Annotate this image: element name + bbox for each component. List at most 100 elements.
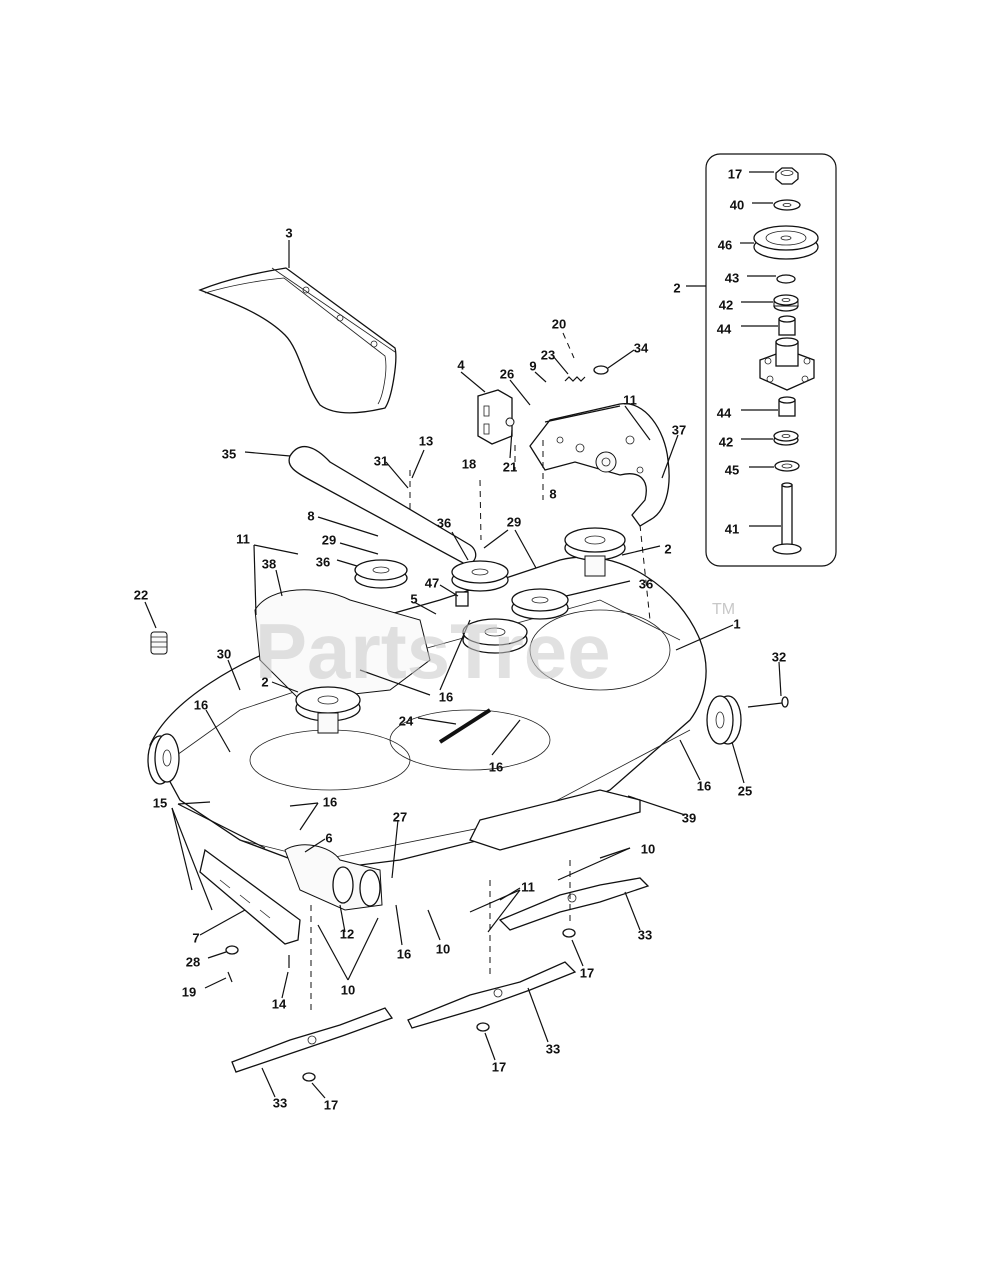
callout-c-16a: 16 [439, 689, 453, 704]
deck-cover-plate-part [254, 569, 431, 701]
callout-c-11c: 11 [521, 879, 535, 894]
bracket-part [460, 371, 515, 445]
gauge-wheel-right-part [706, 695, 745, 784]
callout-c-40: 40 [730, 197, 744, 212]
deck-lift-bracket-part [284, 819, 399, 933]
alignment-dashed-lines [310, 440, 651, 1010]
idler-pulley-center-part [451, 531, 509, 592]
callout-c-42b: 42 [719, 434, 733, 449]
callout-c-44a: 44 [717, 321, 732, 336]
mower-blade-left-part [231, 1007, 394, 1098]
callout-c-2a: 2 [664, 541, 671, 556]
callout-c-41: 41 [725, 521, 739, 536]
idler-pulley-right-part [511, 580, 631, 620]
watermark-text: PartsTree [255, 607, 611, 695]
blade-nut-hardware [302, 928, 584, 1099]
idler-pulley-left-part [336, 559, 408, 589]
callout-c-23: 23 [541, 347, 555, 362]
kit-washer-bottom-part [774, 460, 800, 472]
callout-c-25: 25 [738, 783, 752, 798]
callout-c-5: 5 [410, 591, 417, 606]
belt-guard-part [529, 403, 679, 527]
callout-c-42a: 42 [719, 297, 733, 312]
callout-c-10b: 10 [436, 941, 450, 956]
callout-c-16b: 16 [194, 697, 208, 712]
callout-c-28: 28 [186, 954, 200, 969]
kit-sleeve-bottom-part [778, 396, 796, 417]
callout-c-22: 22 [134, 587, 148, 602]
callout-c-27: 27 [393, 809, 407, 824]
watermark-trademark: TM [712, 601, 735, 618]
spring-part [552, 332, 635, 382]
callout-c-43: 43 [725, 270, 739, 285]
callout-c-20: 20 [552, 316, 566, 331]
callout-c-17b: 17 [492, 1059, 506, 1074]
callout-c-2-kit: 2 [673, 280, 680, 295]
callout-c-39: 39 [682, 810, 696, 825]
callout-c-1: 1 [733, 616, 740, 631]
callout-labels: 3217404643424444424541203423942611372135… [134, 166, 786, 1112]
callout-c-19: 19 [182, 984, 196, 999]
kit-nut-part [775, 167, 799, 185]
callout-c-10c: 10 [341, 982, 355, 997]
callout-c-10a: 10 [641, 841, 655, 856]
compression-spring-part [144, 601, 168, 655]
kit-spacer-part [776, 274, 796, 284]
callout-c-37: 37 [672, 422, 686, 437]
idler-bracket-part [413, 584, 469, 615]
callout-c-15: 15 [153, 795, 167, 810]
misc-hardware [204, 945, 290, 999]
callout-c-16f: 16 [397, 946, 411, 961]
callout-c-8b: 8 [307, 508, 314, 523]
callout-c-16d: 16 [697, 778, 711, 793]
callout-c-7: 7 [192, 930, 199, 945]
stabilizer-bar-part [199, 848, 301, 945]
callout-c-12: 12 [340, 926, 354, 941]
kit-sleeve-top-part [778, 315, 796, 336]
kit-bearing-bottom-part [773, 430, 799, 446]
callout-c-18: 18 [462, 456, 476, 471]
deck-hanger-bracket-part [469, 789, 686, 851]
callout-c-9: 9 [529, 358, 536, 373]
callout-c-14: 14 [272, 996, 287, 1011]
callout-c-32: 32 [772, 649, 786, 664]
kit-washer-part [773, 199, 801, 211]
mower-deck-shell-part [149, 556, 734, 871]
spindle-pulley-center-part [462, 618, 528, 654]
callout-c-33b: 33 [546, 1041, 560, 1056]
callout-c-31: 31 [374, 453, 388, 468]
kit-spindle-housing-part [759, 337, 815, 391]
kit-bearing-top-part [773, 294, 799, 312]
kit-spindle-shaft-part [772, 482, 802, 555]
leader-lines [171, 371, 701, 981]
callout-c-35: 35 [222, 446, 236, 461]
mower-blade-center-part [407, 961, 577, 1043]
callout-c-26: 26 [500, 366, 514, 381]
callout-c-30: 30 [217, 646, 231, 661]
callout-c-16e: 16 [323, 794, 337, 809]
kit-pulley-part [753, 225, 819, 260]
callout-c-34: 34 [634, 340, 649, 355]
gauge-wheel-left-part [147, 733, 180, 785]
callout-c-3: 3 [285, 225, 292, 240]
callout-c-33c: 33 [273, 1095, 287, 1110]
callout-c-38: 38 [262, 556, 276, 571]
idler-arm-part [244, 446, 477, 565]
callout-c-8a: 8 [549, 486, 556, 501]
callout-c-36a: 36 [437, 515, 451, 530]
belt-cover-part [198, 240, 397, 414]
wheel-bolt-part [747, 661, 789, 708]
callout-c-24: 24 [399, 713, 414, 728]
callout-c-45: 45 [725, 462, 739, 477]
spindle-pulley-right-part [564, 527, 661, 577]
callout-c-33a: 33 [638, 927, 652, 942]
callout-c-4: 4 [457, 357, 465, 372]
callout-c-2b: 2 [261, 674, 268, 689]
parts-tree-watermark: PartsTree TM [255, 601, 735, 695]
callout-c-29b: 29 [322, 532, 336, 547]
callout-c-29a: 29 [507, 514, 521, 529]
spindle-assembly-kit-box [686, 153, 837, 567]
callout-c-47: 47 [425, 575, 439, 590]
spindle-pulley-left-part [271, 681, 361, 734]
